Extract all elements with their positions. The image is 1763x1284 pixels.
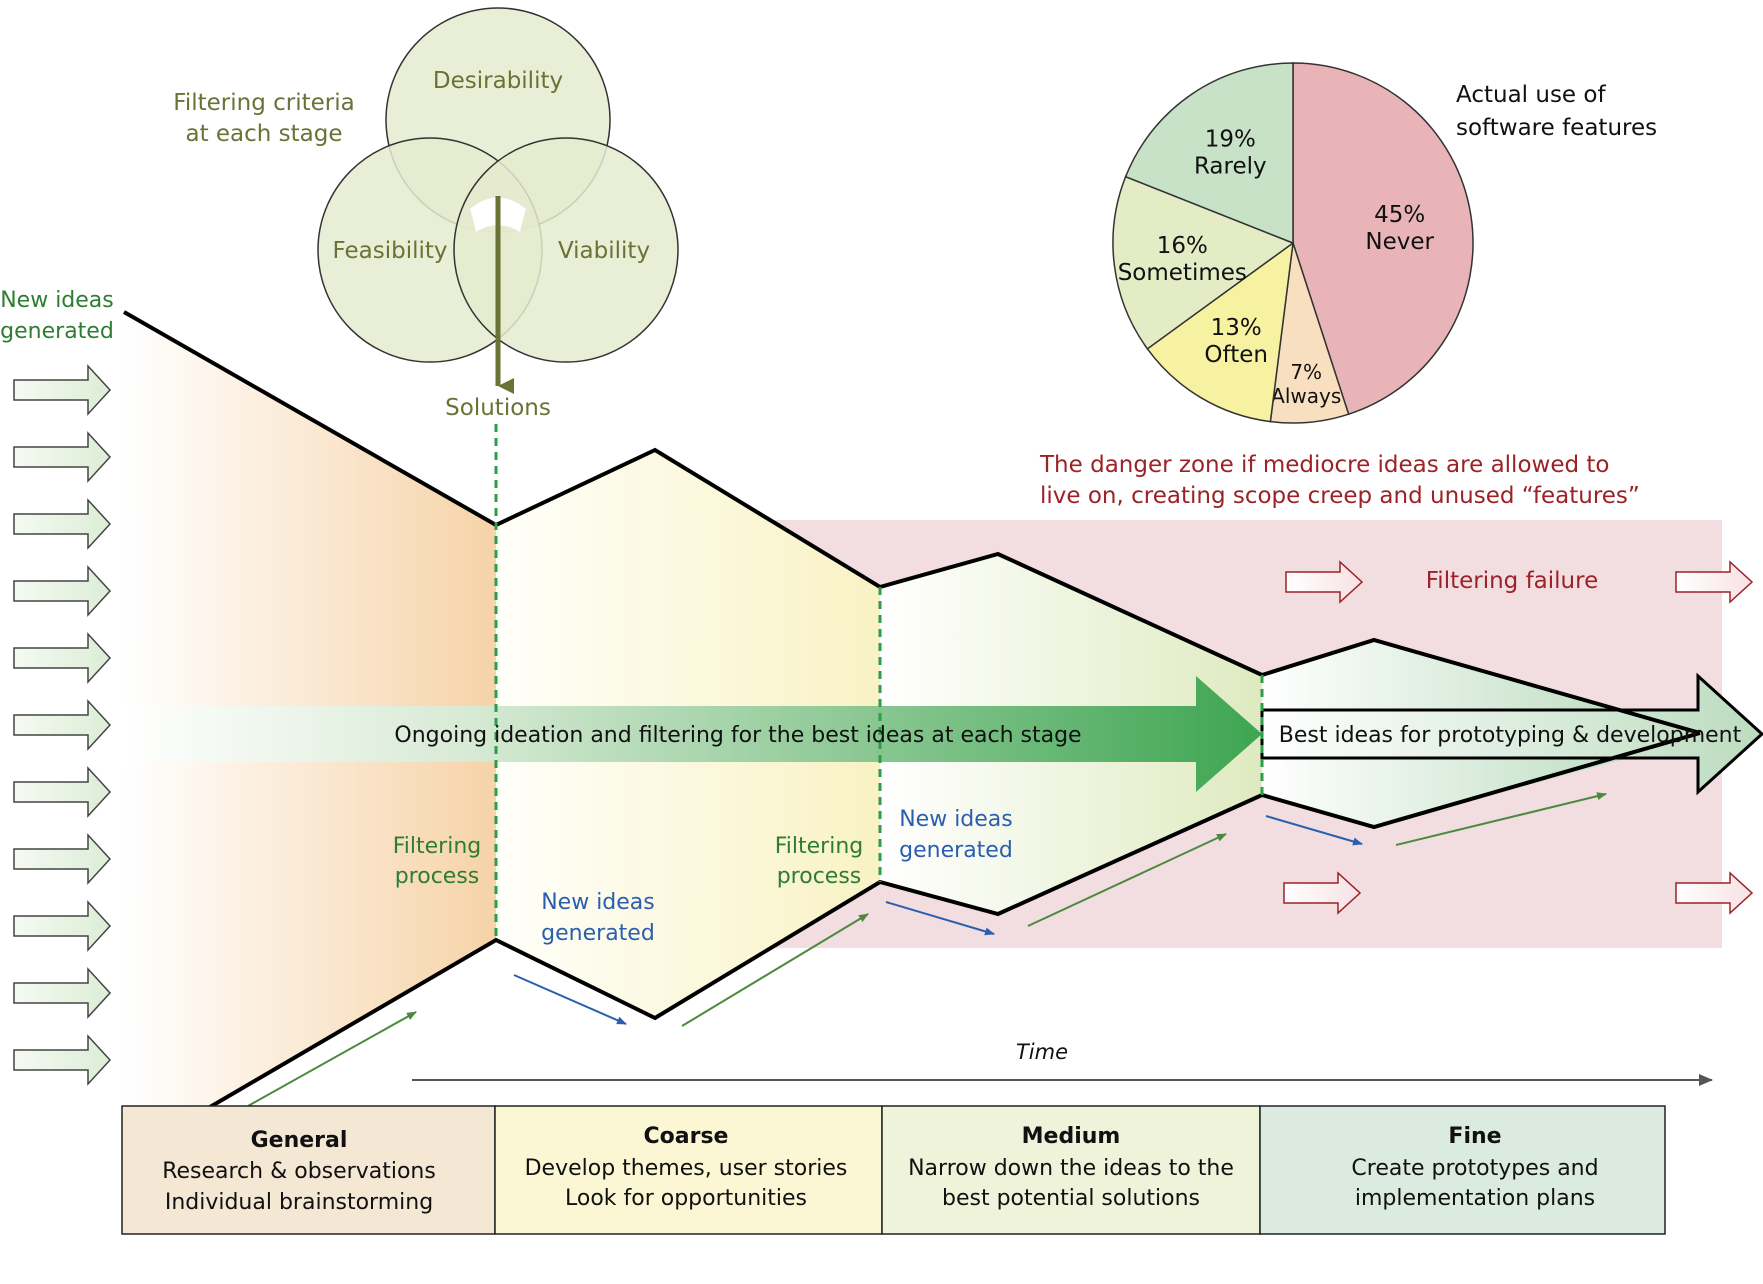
stage-line2-medium: best potential solutions [942, 1186, 1200, 1211]
input-arrows [13, 364, 112, 1086]
stage-line1-fine: Create prototypes and [1351, 1156, 1598, 1181]
filtering-process-1-line2: process [395, 864, 480, 889]
pie-slice-sometimes [1112, 175, 1295, 350]
solutions-label: Solutions [445, 395, 551, 421]
time-axis-label: Time [1016, 1040, 1068, 1064]
pie-pct-often: 13% [1211, 315, 1262, 341]
funnel-top-outline [123, 310, 1701, 735]
input-arrow [13, 565, 112, 617]
flow-small-arrows [247, 792, 1607, 1107]
filtering-process-1-line1: Filtering [393, 834, 482, 859]
green-arrow [681, 913, 869, 1027]
input-arrow [13, 699, 112, 751]
danger-zone-text-line1: The danger zone if mediocre ideas are al… [1039, 452, 1609, 478]
input-arrow [13, 766, 112, 818]
pie-label-often: Often [1204, 342, 1268, 368]
input-arrow [13, 833, 112, 885]
stage-title-medium: Medium [1022, 1124, 1121, 1149]
input-arrow [13, 498, 112, 550]
failure-arrow [1675, 871, 1754, 915]
input-arrow [13, 967, 112, 1019]
green-arrow [1395, 792, 1607, 846]
blue-arrow [513, 974, 627, 1025]
venn-caption-line1: Filtering criteria [173, 90, 354, 116]
stage-line2-general: Individual brainstorming [165, 1190, 433, 1215]
failure-arrows [1283, 560, 1754, 915]
pie-slice-often [1146, 241, 1294, 423]
pie-slice-rarely [1124, 62, 1294, 245]
input-arrow [13, 1034, 112, 1086]
stage-table: General Research & observations Individu… [121, 1105, 1666, 1235]
stage-line2-fine: implementation plans [1355, 1186, 1595, 1211]
stage-line1-general: Research & observations [162, 1159, 436, 1184]
new-ideas-left-line1: New ideas [0, 288, 114, 313]
venn-label-viability: Viability [558, 238, 650, 264]
pie-pct-always: 7% [1290, 360, 1322, 384]
pie-pct-rarely: 19% [1205, 127, 1256, 153]
new-ideas-coarse-line2: generated [541, 921, 655, 946]
failure-arrow [1285, 560, 1364, 604]
stage-cell-general [121, 1105, 496, 1235]
blue-arrow [1265, 815, 1363, 846]
pie-title-line1: Actual use of [1456, 82, 1606, 108]
stage-cell-fine [1259, 1105, 1666, 1235]
venn-diagram: Filtering criteria at each stage Desirab… [173, 7, 679, 421]
pie-label-sometimes: Sometimes [1118, 260, 1247, 286]
venn-circle-viability [453, 137, 679, 363]
pie-title-line2: software features [1456, 115, 1657, 141]
ongoing-ideation-label: Ongoing ideation and filtering for the b… [394, 723, 1081, 748]
pie-pct-sometimes: 16% [1157, 233, 1208, 259]
stage-cell-medium [881, 1105, 1261, 1235]
input-arrow [13, 632, 112, 684]
input-arrow [13, 364, 112, 416]
ongoing-ideation-arrow [124, 676, 1262, 792]
input-arrow [13, 431, 112, 483]
danger-zone-text-line2: live on, creating scope creep and unused… [1040, 483, 1640, 509]
filtering-process-2-line1: Filtering [775, 834, 864, 859]
new-ideas-left-line2: generated [0, 319, 114, 344]
stage-title-fine: Fine [1448, 1124, 1501, 1149]
stage-line1-coarse: Develop themes, user stories [525, 1156, 848, 1181]
new-ideas-medium-line2: generated [899, 838, 1013, 863]
feature-usage-pie: 45%Never 7%Always 13%Often 16%Sometimes 19%R… [1112, 62, 1474, 424]
new-ideas-medium-line1: New ideas [899, 807, 1013, 832]
green-arrow [247, 1011, 417, 1107]
venn-label-feasibility: Feasibility [333, 238, 448, 264]
stage-cell-coarse [494, 1105, 883, 1235]
stage-title-general: General [251, 1128, 348, 1153]
filtering-process-2-line2: process [777, 864, 862, 889]
green-arrow [1027, 833, 1227, 927]
pie-label-always: Always [1271, 384, 1341, 408]
failure-arrow [1675, 560, 1754, 604]
funnel-bottom-outline [208, 731, 1701, 1109]
best-ideas-arrow [1260, 672, 1763, 796]
pie-label-rarely: Rarely [1194, 154, 1267, 180]
blue-arrow [885, 901, 995, 936]
filtering-failure-label: Filtering failure [1426, 568, 1599, 594]
pie-pct-never: 45% [1374, 202, 1425, 228]
new-ideas-coarse-line1: New ideas [541, 890, 655, 915]
stage-title-coarse: Coarse [644, 1124, 729, 1149]
venn-caption-line2: at each stage [185, 121, 342, 147]
stage-line1-medium: Narrow down the ideas to the [908, 1156, 1234, 1181]
input-arrow [13, 900, 112, 952]
failure-arrow [1283, 871, 1362, 915]
pie-slice-never [1292, 62, 1474, 416]
stage-line2-coarse: Look for opportunities [565, 1186, 807, 1211]
best-ideas-label: Best ideas for prototyping & development [1279, 723, 1742, 748]
pie-label-never: Never [1365, 229, 1434, 255]
venn-label-desirability: Desirability [433, 68, 563, 94]
